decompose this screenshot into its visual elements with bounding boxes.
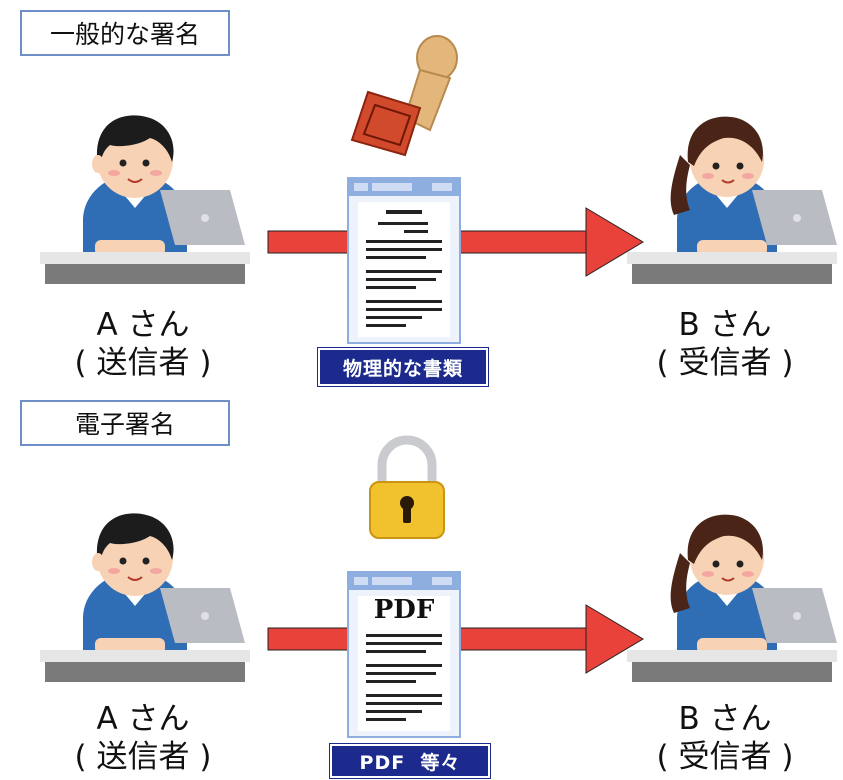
document-icon-2: PDF xyxy=(347,571,461,738)
section-title-2: 電子署名 xyxy=(20,400,230,446)
sender-name-1: A さん ( 送信者 ) xyxy=(48,306,238,382)
padlock-icon xyxy=(369,435,445,539)
document-caption-1: 物理的な書類 xyxy=(317,347,489,387)
receiver-role-line: ( 受信者 ) xyxy=(656,345,794,381)
receiver-role-line: ( 受信者 ) xyxy=(656,739,794,775)
receiver-name-line1: B さん xyxy=(678,307,772,343)
document-header-text: PDF xyxy=(374,595,435,625)
document-caption-2: PDF 等々 xyxy=(329,743,491,779)
section-title-1: 一般的な署名 xyxy=(20,10,230,56)
sender-role-line: ( 送信者 ) xyxy=(74,345,212,381)
receiver-name-line1: B さん xyxy=(678,701,772,737)
sender-name-line1: A さん xyxy=(96,701,190,737)
sender-role-line: ( 送信者 ) xyxy=(74,739,212,775)
receiver-name-1: B さん ( 受信者 ) xyxy=(630,306,820,382)
sender-illustration-2 xyxy=(39,512,251,683)
sender-illustration-1 xyxy=(39,114,251,285)
sender-name-2: A さん ( 送信者 ) xyxy=(48,700,238,776)
sender-name-line1: A さん xyxy=(96,307,190,343)
receiver-illustration-1 xyxy=(626,115,838,285)
receiver-illustration-2 xyxy=(626,513,838,683)
document-icon-1 xyxy=(347,177,461,344)
hanko-stamp-icon xyxy=(350,35,458,157)
receiver-name-2: B さん ( 受信者 ) xyxy=(630,700,820,776)
